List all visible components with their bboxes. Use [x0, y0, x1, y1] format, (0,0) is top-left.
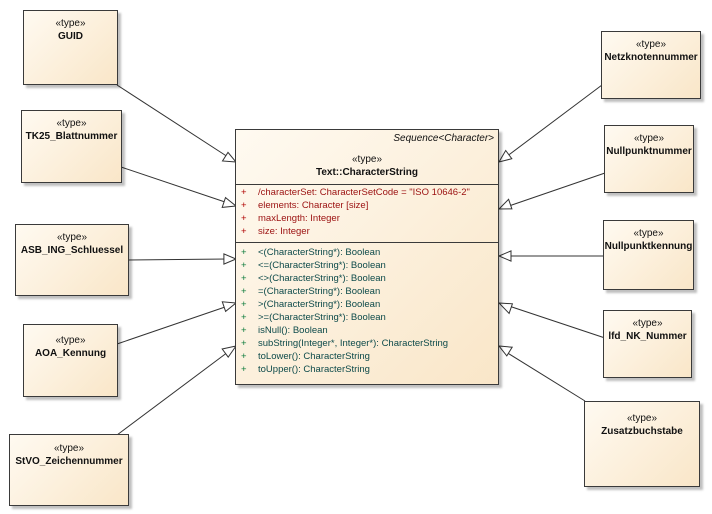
type-name: lfd_NK_Nummer [608, 331, 687, 342]
type-stereotype: «type» [635, 39, 667, 50]
arrowhead-nullnr [497, 198, 513, 210]
edge-stvo [116, 351, 229, 436]
type-name: Nullpunktkennung [604, 241, 693, 252]
operation-row[interactable]: +subString(Integer*, Integer*): Characte… [241, 338, 449, 349]
operation-row[interactable]: +<(CharacterString*): Boolean [241, 247, 381, 258]
type-name: GUID [58, 31, 83, 42]
type-stereotype: «type» [56, 232, 88, 243]
attribute-row[interactable]: +maxLength: Integer [241, 213, 340, 224]
type-name: Nullpunktnummer [606, 146, 692, 157]
class-name: Text::CharacterString [315, 167, 419, 178]
arrowhead-guid [221, 151, 238, 163]
class-text-characterstring[interactable]: Sequence<Character> «type» Text::Charact… [235, 129, 499, 385]
type-name: StVO_Zeichennummer [15, 456, 123, 467]
template-parameter: Sequence<Character> [393, 133, 494, 144]
arrowhead-zusatz [497, 345, 514, 357]
type-box-nullpunktnummer[interactable]: «type» Nullpunktnummer [604, 125, 694, 193]
type-box-stvo-zeichennummer[interactable]: «type» StVO_Zeichennummer [9, 434, 129, 506]
operation-row[interactable]: +<>(CharacterString*): Boolean [241, 273, 386, 284]
type-box-netzknotennummer[interactable]: «type» Netzknotennummer [601, 31, 701, 99]
type-stereotype: «type» [633, 228, 664, 239]
arrowhead-aoa [221, 301, 238, 313]
type-stereotype: «type» [55, 18, 86, 29]
arrowhead-stvo [221, 345, 238, 358]
operation-row[interactable]: +isNull(): Boolean [241, 325, 328, 336]
operation-row[interactable]: +>(CharacterString*): Boolean [241, 299, 381, 310]
edge-zusatz [505, 351, 586, 402]
type-name: ASB_ING_Schluessel [20, 245, 124, 256]
type-box-zusatzbuchstabe[interactable]: «type» Zusatzbuchstabe [584, 401, 700, 487]
type-stereotype: «type» [55, 335, 86, 346]
edge-aoa [116, 305, 229, 345]
type-stereotype: «type» [633, 133, 665, 144]
type-stereotype: «type» [626, 413, 658, 424]
compartment-divider [236, 184, 498, 185]
type-name: AOA_Kennung [34, 348, 107, 359]
arrowhead-tk25 [221, 196, 238, 208]
operation-row[interactable]: +=(CharacterString*): Boolean [241, 286, 381, 297]
operation-row[interactable]: +toLower(): CharacterString [241, 351, 370, 362]
edge-nullnr [505, 172, 606, 208]
type-box-guid[interactable]: «type» GUID [23, 10, 118, 85]
type-stereotype: «type» [56, 118, 87, 129]
compartment-divider [236, 242, 498, 243]
operation-row[interactable]: +toUpper(): CharacterString [241, 364, 370, 375]
type-box-lfd-nk-nummer[interactable]: «type» lfd_NK_Nummer [603, 310, 692, 378]
attribute-row[interactable]: +elements: Character [size] [241, 200, 369, 211]
type-box-aoa-kennung[interactable]: «type» AOA_Kennung [23, 324, 118, 397]
edge-asb [127, 258, 229, 261]
attribute-row[interactable]: +/characterSet: CharacterSetCode = "ISO … [241, 187, 470, 198]
attribute-row[interactable]: +size: Integer [241, 226, 310, 237]
type-stereotype: «type» [53, 443, 85, 454]
type-stereotype: «type» [632, 318, 663, 329]
arrowhead-lfd [497, 302, 514, 315]
operation-row[interactable]: +<=(CharacterString*): Boolean [241, 260, 386, 271]
edge-guid [116, 84, 229, 158]
class-stereotype: «type» [351, 154, 383, 165]
edge-netz [505, 84, 603, 158]
edge-lfd [505, 304, 606, 339]
type-box-nullpunktkennung[interactable]: «type» Nullpunktkennung [603, 220, 694, 290]
type-name: Netzknotennummer [604, 52, 698, 63]
arrowhead-netz [497, 149, 513, 163]
arrowhead-asb [223, 253, 238, 265]
edge-tk25 [120, 166, 229, 204]
type-name: Zusatzbuchstabe [601, 426, 683, 437]
arrowhead-nullkenn [497, 250, 512, 262]
operation-row[interactable]: +>=(CharacterString*): Boolean [241, 312, 386, 323]
type-name: TK25_Blattnummer [25, 131, 118, 142]
type-box-tk25-blattnummer[interactable]: «type» TK25_Blattnummer [21, 110, 122, 183]
type-box-asb-ing-schluessel[interactable]: «type» ASB_ING_Schluessel [15, 224, 129, 296]
